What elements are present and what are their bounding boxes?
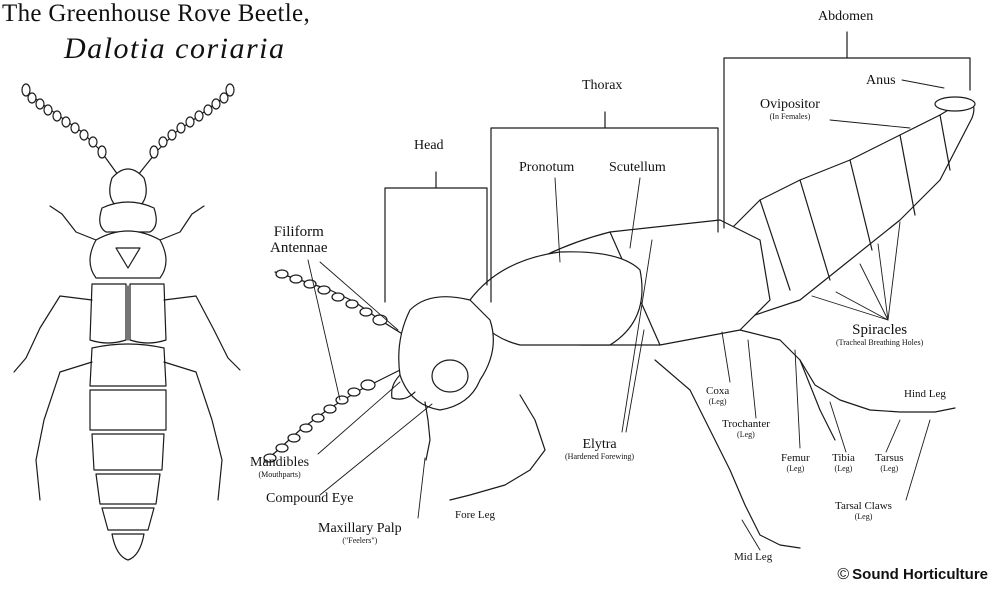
coxa-text: Coxa <box>706 385 729 397</box>
femur-label: Femur (Leg) <box>781 452 810 474</box>
femur-subtext: (Leg) <box>781 464 810 474</box>
maxillary-palp-text: Maxillary Palp <box>318 521 402 536</box>
dorsal-view-beetle <box>14 84 240 560</box>
maxillary-palp-label: Maxillary Palp ("Feelers") <box>318 521 402 546</box>
elytra-text: Elytra <box>582 437 616 452</box>
tarsus-subtext: (Leg) <box>875 464 904 474</box>
tibia-label: Tibia (Leg) <box>832 452 855 474</box>
mid-leg-label: Mid Leg <box>734 550 772 565</box>
credit-text: Sound Horticulture <box>852 566 988 583</box>
hind-leg-label: Hind Leg <box>904 387 946 402</box>
ovipositor-text: Ovipositor <box>760 97 820 112</box>
spiracles-label: Spiracles (Tracheal Breathing Holes) <box>836 323 923 348</box>
head-bracket <box>385 172 487 302</box>
fore-leg-label: Fore Leg <box>455 508 495 523</box>
copyright-credit: ©Sound Horticulture <box>837 566 988 584</box>
anus-label: Anus <box>866 73 896 88</box>
thorax-label: Thorax <box>582 78 622 93</box>
ovipositor-label: Ovipositor (In Females) <box>760 97 820 122</box>
spiracles-subtext: (Tracheal Breathing Holes) <box>836 338 923 348</box>
mandibles-subtext: (Mouthparts) <box>250 470 309 480</box>
femur-text: Femur <box>781 452 810 464</box>
tarsus-text: Tarsus <box>875 452 904 464</box>
tibia-subtext: (Leg) <box>832 464 855 474</box>
tibia-text: Tibia <box>832 452 855 464</box>
copyright-icon: © <box>837 566 849 583</box>
ovipositor-subtext: (In Females) <box>760 112 820 122</box>
compound-eye-label: Compound Eye <box>266 491 354 506</box>
spiracles-text: Spiracles <box>852 322 907 338</box>
coxa-subtext: (Leg) <box>706 397 729 407</box>
abdomen-label: Abdomen <box>818 9 873 24</box>
tarsal-claws-text: Tarsal Claws <box>835 500 892 512</box>
filiform-text: Filiform <box>274 224 324 240</box>
elytra-subtext: (Hardened Forewing) <box>565 452 634 462</box>
antennae-text: Antennae <box>270 240 327 256</box>
mandibles-label: Mandibles (Mouthparts) <box>250 455 309 480</box>
pronotum-label: Pronotum <box>519 160 574 175</box>
coxa-label: Coxa (Leg) <box>706 385 729 407</box>
maxillary-palp-subtext: ("Feelers") <box>318 536 402 546</box>
mandibles-text: Mandibles <box>250 455 309 470</box>
scutellum-label: Scutellum <box>609 160 666 175</box>
trochanter-subtext: (Leg) <box>722 430 770 440</box>
trochanter-label: Trochanter (Leg) <box>722 418 770 440</box>
elytra-label: Elytra (Hardened Forewing) <box>565 437 634 462</box>
tarsal-claws-subtext: (Leg) <box>835 512 892 522</box>
tarsus-label: Tarsus (Leg) <box>875 452 904 474</box>
head-label: Head <box>414 138 444 153</box>
filiform-antennae-label: Filiform Antennae <box>270 224 327 256</box>
tarsal-claws-label: Tarsal Claws (Leg) <box>835 500 892 522</box>
trochanter-text: Trochanter <box>722 418 770 430</box>
